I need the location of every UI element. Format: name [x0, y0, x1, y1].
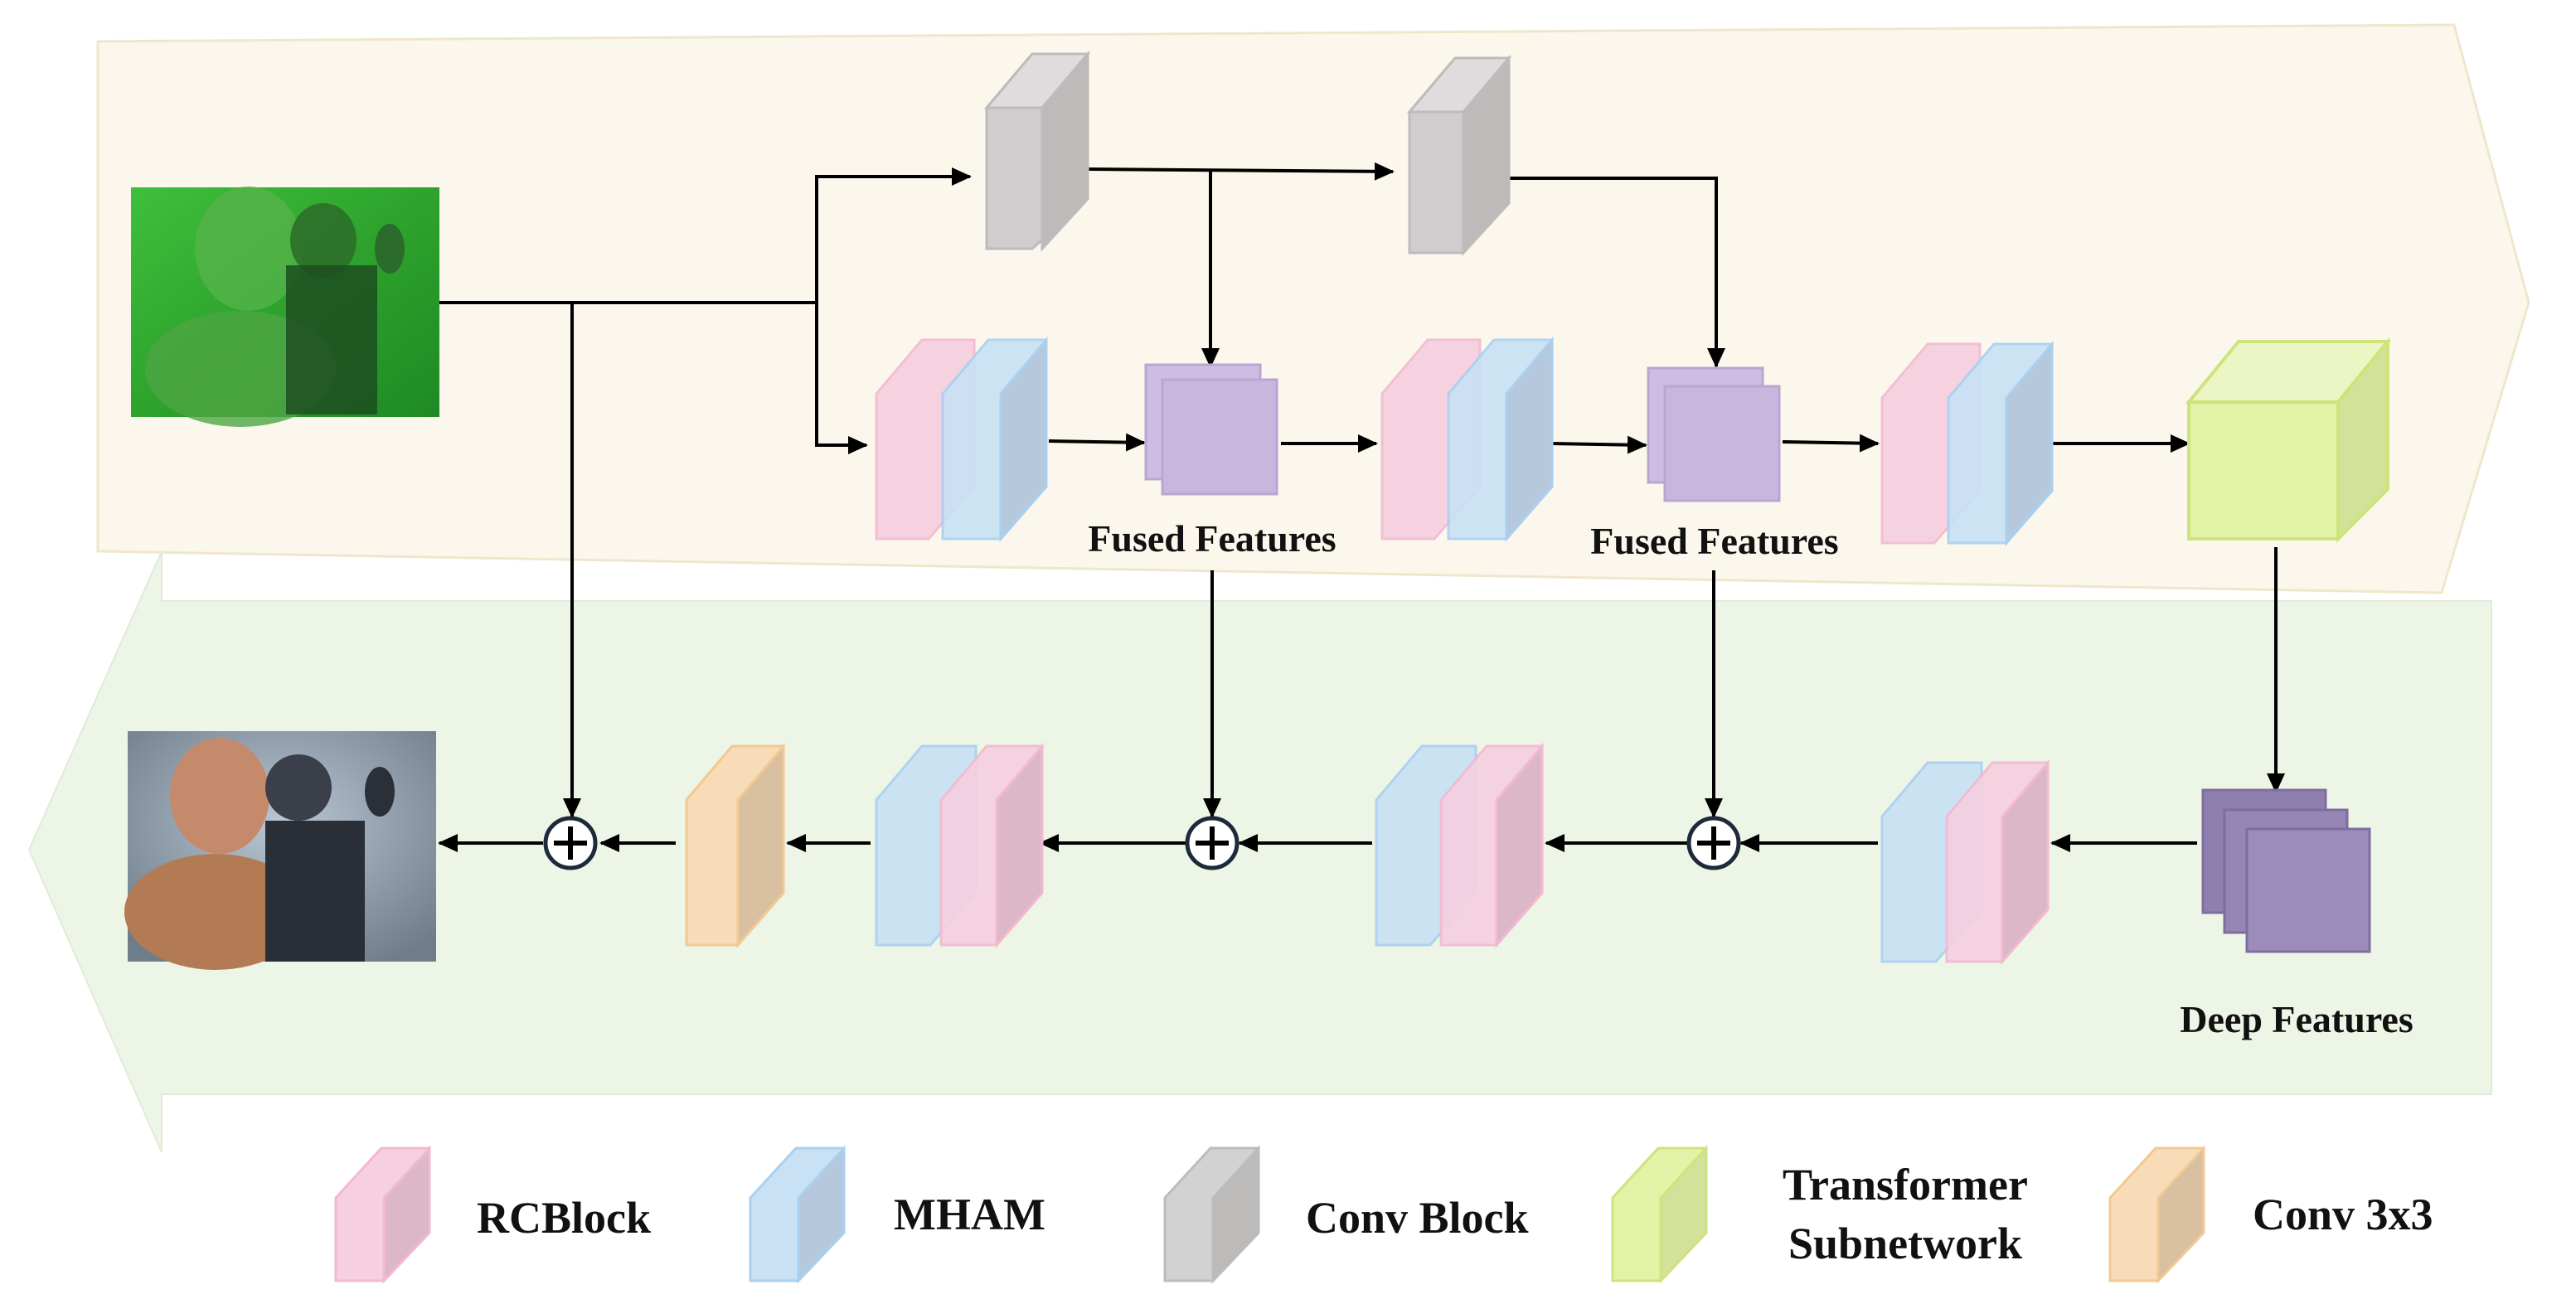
decoder-band: [27, 550, 2492, 1153]
conv-block-2: [1406, 54, 1512, 256]
decoder-stage-1: [1880, 759, 2050, 965]
fused-features-block-1: [1144, 363, 1278, 496]
legend-label-rcblock: RCBlock: [477, 1193, 651, 1243]
legend-item-mham: MHAM: [749, 1145, 1045, 1284]
encoder-stage-3: [1880, 340, 2054, 546]
legend-label-conv3x3: Conv 3x3: [2253, 1190, 2433, 1239]
deep-features-block: [2201, 788, 2371, 953]
transformer-subnetwork-cube: [2185, 337, 2392, 543]
deep-features-label: Deep Features: [2180, 998, 2413, 1040]
legend-label-mham: MHAM: [894, 1190, 1045, 1239]
conv-block-1: [983, 50, 1091, 252]
legend-item-conv-block: Conv Block: [1163, 1145, 1529, 1284]
legend-label-transformer-line2: Subnetwork: [1788, 1219, 2022, 1268]
output-image: [124, 731, 436, 970]
legend: RCBlock MHAM Conv Block Transformer Subn…: [334, 1145, 2433, 1284]
legend-label-transformer-line1: Transformer: [1783, 1160, 2028, 1209]
encoder-arrows: [439, 162, 2285, 818]
encoder-band: [96, 23, 2530, 594]
legend-item-transformer: Transformer Subnetwork: [1611, 1145, 2028, 1284]
encoder-stage-1: [875, 336, 1048, 542]
add-node-2: [1185, 816, 1239, 870]
fused-features-label-2: Fused Features: [1590, 520, 1838, 562]
fused-features-block-2: [1647, 366, 1781, 502]
add-node-1: [543, 816, 598, 870]
legend-item-rcblock: RCBlock: [334, 1145, 651, 1284]
fused-features-label-1: Fused Features: [1088, 517, 1336, 560]
decoder-stage-2: [1375, 742, 1544, 948]
input-image: [131, 187, 439, 427]
encoder-stage-2: [1380, 336, 1554, 542]
add-node-3: [1686, 816, 1741, 870]
legend-label-conv-block: Conv Block: [1306, 1193, 1529, 1243]
legend-item-conv3x3: Conv 3x3: [2108, 1145, 2433, 1284]
conv3x3-block: [685, 742, 785, 948]
decoder-stage-3: [875, 742, 1044, 948]
